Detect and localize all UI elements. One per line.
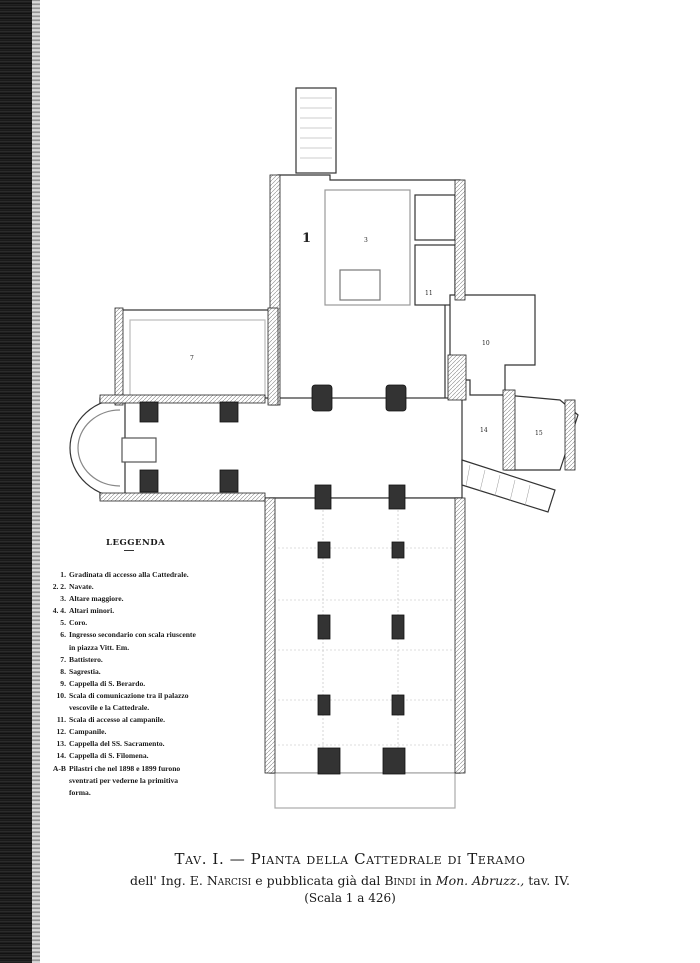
legend-item: 7.Battistero. (44, 654, 244, 666)
legend-text: Battistero. (69, 654, 103, 664)
legend-number: 5. (60, 618, 66, 628)
legend-item: 5.Coro. (44, 617, 244, 629)
legend-number: 4. 4. (52, 606, 66, 616)
legend-number: 7. (60, 654, 66, 664)
legend-item: 14.Cappella di S. Filomena. (44, 750, 244, 762)
plan-label-11: 11 (425, 290, 433, 297)
legend-text: Navate. (69, 582, 94, 592)
plan-label-1: 1 (302, 231, 311, 246)
stair-treads (300, 97, 332, 159)
legend-text: Coro. (69, 618, 88, 628)
side-stair-treads (465, 464, 531, 507)
plate-number: Tav. I. (174, 850, 225, 868)
subtitle-part: tav. IV. (524, 873, 570, 888)
transept (99, 397, 463, 499)
subtitle-part: dell' Ing. E. (130, 873, 207, 888)
legend-item: 9.Cappella di S. Berardo. (44, 678, 244, 690)
legend-text: Cappella di S. Berardo. (69, 678, 146, 688)
legend-text: Campanile. (69, 727, 107, 737)
legend-number: 6. (60, 630, 66, 640)
legend-number: 3. (60, 594, 66, 604)
legend-item: 1.Gradinata di accesso alla Cattedrale. (44, 569, 244, 581)
legend-text: Scala di comunicazione tra il palazzo ve… (69, 690, 189, 713)
legend-number: 2. 2. (52, 582, 66, 592)
book-binding-edge (0, 0, 40, 963)
plan-outline (69, 87, 579, 809)
high-altar (339, 269, 381, 301)
title-dash: — (224, 850, 251, 868)
access-stair (295, 87, 337, 174)
legend-text: Altare maggiore. (69, 594, 124, 604)
legend-number: 8. (60, 666, 66, 676)
legend-number: 11. (56, 715, 66, 725)
chapel-room (414, 244, 456, 306)
author-name: Narcisi (206, 873, 252, 888)
subtitle-part: e pubblicata già dal (251, 873, 385, 888)
legend-number: 13. (56, 739, 67, 749)
legend-item: 13.Cappella del SS. Sacramento. (44, 738, 244, 750)
plate-scale: (Scala 1 a 426) (304, 891, 396, 905)
legend-item: 10.Scala di comunicazione tra il palazzo… (44, 690, 244, 714)
legend-text: Gradinata di accesso alla Cattedrale. (69, 570, 189, 579)
legend-text: Scala di accesso al campanile. (69, 715, 165, 725)
legend-text: Sagrestia. (69, 666, 101, 676)
legend-item: 6.Ingresso secondario con scala riuscent… (44, 629, 244, 653)
bell-tower-room (414, 194, 456, 241)
plate-title: Tav. I. — Pianta della Cattedrale di Ter… (0, 850, 700, 868)
legend: LEGGENDA 1.Gradinata di accesso alla Cat… (44, 538, 244, 799)
legend-title: LEGGENDA (106, 538, 166, 548)
title-text: Pianta della Cattedrale di Teramo (250, 850, 526, 868)
legend-number: 9. (60, 678, 66, 688)
legend-item: 4. 4.Altari minori. (44, 605, 244, 617)
legend-number: 10. (56, 690, 67, 700)
legend-item: 11.Scala di accesso al campanile. (44, 714, 244, 726)
legend-number: 14. (56, 751, 67, 761)
walls (99, 174, 576, 774)
legend-item: 12.Campanile. (44, 726, 244, 738)
legend-number: A-B (52, 763, 66, 773)
legend-text: Cappella di S. Filomena. (69, 751, 149, 761)
cathedral-floor-plan: 1 3 7 10 11 14 15 (69, 87, 579, 809)
plan-label-3: 3 (364, 237, 368, 244)
side-entrance-stair (461, 459, 556, 513)
legend-text: Cappella del SS. Sacramento. (69, 739, 165, 749)
legend-item: 2. 2.Navate. (44, 581, 244, 593)
baptistery (121, 437, 157, 463)
sacristy-room (119, 309, 279, 406)
legend-item: 8.Sagrestia. (44, 666, 244, 678)
legend-item: 3.Altare maggiore. (44, 593, 244, 605)
legend-number: 12. (56, 727, 67, 737)
pillars (139, 384, 407, 775)
front-steps (274, 772, 456, 809)
legend-text: Ingresso secondario con scala riuscente … (69, 630, 196, 652)
plan-numbers: 1 3 7 10 11 14 15 (190, 231, 543, 437)
plan-label-15: 15 (535, 430, 543, 437)
subtitle-part: in (415, 873, 436, 888)
plan-label-14: 14 (480, 427, 488, 434)
work-title: Mon. Abruzz., (435, 873, 525, 888)
legend-text: Pilastri che nel 1898 e 1899 furono sven… (69, 763, 181, 797)
nave (269, 497, 461, 774)
publisher-name: Bindi (384, 873, 416, 888)
plan-label-7: 7 (190, 355, 194, 362)
legend-text: Altari minori. (69, 606, 115, 616)
legend-number: 1. (60, 570, 66, 579)
plan-label-10: 10 (482, 340, 490, 347)
plate-subtitle: dell' Ing. E. Narcisi e pubblicata già d… (0, 873, 700, 888)
legend-divider (124, 550, 134, 551)
legend-list: 1.Gradinata di accesso alla Cattedrale. … (44, 569, 244, 799)
